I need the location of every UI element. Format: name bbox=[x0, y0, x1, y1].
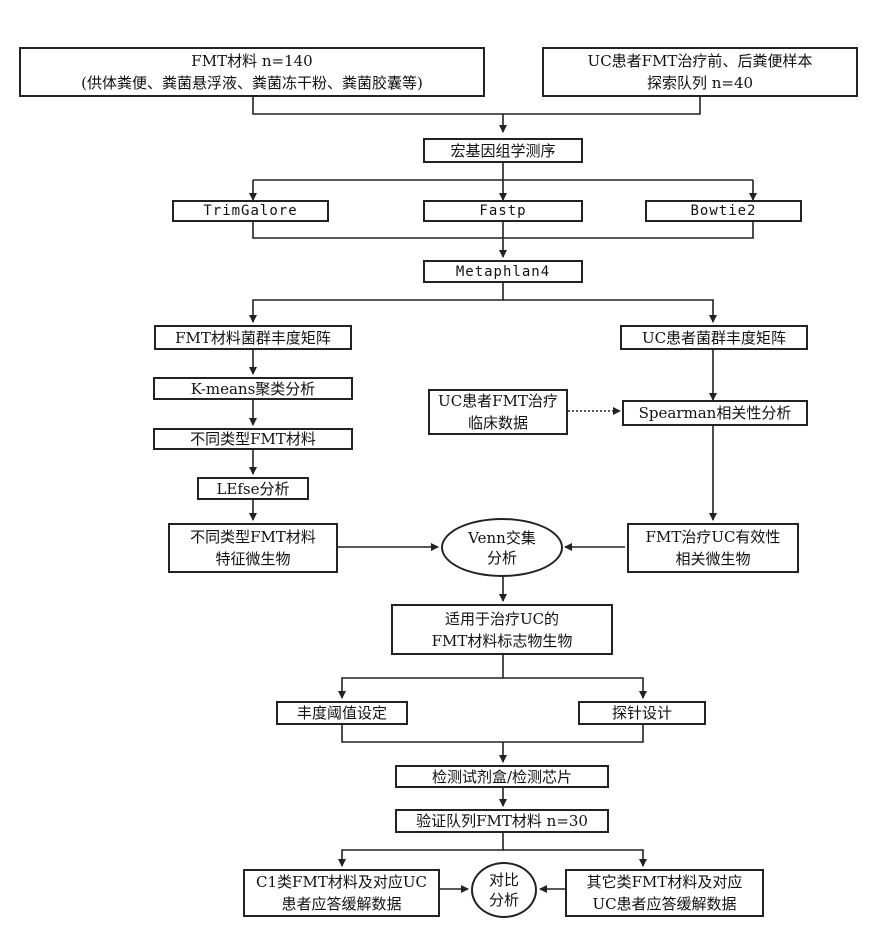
validation-cohort-label: 验证队列FMT材料 n=30 bbox=[416, 810, 588, 832]
validation-cohort-box: 验证队列FMT材料 n=30 bbox=[395, 809, 609, 833]
threshold-setting-label: 丰度阈值设定 bbox=[297, 702, 387, 724]
kmeans-box: K-means聚类分析 bbox=[153, 377, 353, 400]
probe-design-box: 探针设计 bbox=[578, 701, 706, 725]
kit-chip-box: 检测试剂盒/检测芯片 bbox=[395, 765, 609, 788]
efficacy-microbes-line2: 相关微生物 bbox=[675, 548, 750, 570]
spearman-box: Spearman相关性分析 bbox=[622, 400, 808, 426]
metaphlan4-box: Metaphlan4 bbox=[423, 260, 583, 283]
fmt-material-title: FMT材料 n=140 bbox=[191, 50, 312, 72]
spearman-label: Spearman相关性分析 bbox=[639, 402, 792, 424]
venn-line1: Venn交集 bbox=[468, 528, 536, 548]
fmt-material-types: (供体粪便、粪菌悬浮液、粪菌冻干粉、粪菌胶囊等) bbox=[81, 72, 423, 94]
fmt-abundance-matrix-box: FMT材料菌群丰度矩阵 bbox=[154, 325, 352, 350]
marker-microbes-box: 适用于治疗UC的 FMT材料标志物生物 bbox=[391, 604, 613, 655]
probe-design-label: 探针设计 bbox=[612, 702, 672, 724]
metagenomic-sequencing-label: 宏基因组学测序 bbox=[450, 140, 555, 162]
fmt-material-box: FMT材料 n=140 (供体粪便、粪菌悬浮液、粪菌冻干粉、粪菌胶囊等) bbox=[19, 47, 485, 97]
fastp-label: Fastp bbox=[479, 200, 526, 222]
efficacy-microbes-line1: FMT治疗UC有效性 bbox=[646, 526, 781, 548]
c1-data-line1: C1类FMT材料及对应UC bbox=[256, 871, 427, 893]
compare-line1: 对比 bbox=[489, 870, 519, 890]
fmt-types-box: 不同类型FMT材料 bbox=[153, 428, 353, 450]
lefse-label: LEfse分析 bbox=[216, 478, 289, 500]
fmt-types-label: 不同类型FMT材料 bbox=[190, 428, 316, 450]
kit-chip-label: 检测试剂盒/检测芯片 bbox=[432, 766, 572, 788]
compare-analysis-oval: 对比 分析 bbox=[471, 862, 537, 918]
venn-analysis-oval: Venn交集 分析 bbox=[441, 518, 563, 577]
feature-microbes-line2: 特征微生物 bbox=[215, 548, 290, 570]
other-response-data-box: 其它类FMT材料及对应 UC患者应答缓解数据 bbox=[565, 869, 764, 917]
uc-abundance-matrix-box: UC患者菌群丰度矩阵 bbox=[620, 325, 808, 350]
bowtie2-label: Bowtie2 bbox=[690, 200, 756, 222]
other-data-line2: UC患者应答缓解数据 bbox=[592, 893, 736, 915]
marker-microbes-line1: 适用于治疗UC的 bbox=[445, 608, 559, 630]
fastp-box: Fastp bbox=[423, 200, 583, 222]
threshold-setting-box: 丰度阈值设定 bbox=[276, 701, 408, 725]
feature-microbes-line1: 不同类型FMT材料 bbox=[190, 526, 316, 548]
bowtie2-box: Bowtie2 bbox=[645, 200, 802, 222]
uc-samples-title: UC患者FMT治疗前、后粪便样本 bbox=[588, 50, 813, 72]
kmeans-label: K-means聚类分析 bbox=[191, 378, 316, 400]
metagenomic-sequencing-box: 宏基因组学测序 bbox=[423, 138, 583, 163]
metaphlan4-label: Metaphlan4 bbox=[456, 261, 550, 283]
trimgalore-box: TrimGalore bbox=[172, 200, 329, 222]
fmt-abundance-matrix-label: FMT材料菌群丰度矩阵 bbox=[175, 327, 331, 349]
clinical-data-box: UC患者FMT治疗 临床数据 bbox=[428, 389, 568, 435]
lefse-box: LEfse分析 bbox=[197, 477, 309, 500]
uc-patient-samples-box: UC患者FMT治疗前、后粪便样本 探索队列 n=40 bbox=[542, 47, 858, 97]
c1-response-data-box: C1类FMT材料及对应UC 患者应答缓解数据 bbox=[243, 869, 440, 917]
efficacy-microbes-box: FMT治疗UC有效性 相关微生物 bbox=[627, 523, 799, 573]
clinical-data-line1: UC患者FMT治疗 bbox=[438, 390, 558, 412]
uc-samples-cohort: 探索队列 n=40 bbox=[647, 72, 753, 94]
feature-microbes-box: 不同类型FMT材料 特征微生物 bbox=[168, 523, 338, 573]
uc-abundance-matrix-label: UC患者菌群丰度矩阵 bbox=[642, 327, 786, 349]
other-data-line1: 其它类FMT材料及对应 bbox=[587, 871, 743, 893]
venn-line2: 分析 bbox=[487, 548, 517, 568]
clinical-data-line2: 临床数据 bbox=[468, 412, 528, 434]
marker-microbes-line2: FMT材料标志物生物 bbox=[432, 630, 573, 652]
c1-data-line2: 患者应答缓解数据 bbox=[281, 893, 401, 915]
trimgalore-label: TrimGalore bbox=[203, 200, 297, 222]
compare-line2: 分析 bbox=[489, 890, 519, 910]
